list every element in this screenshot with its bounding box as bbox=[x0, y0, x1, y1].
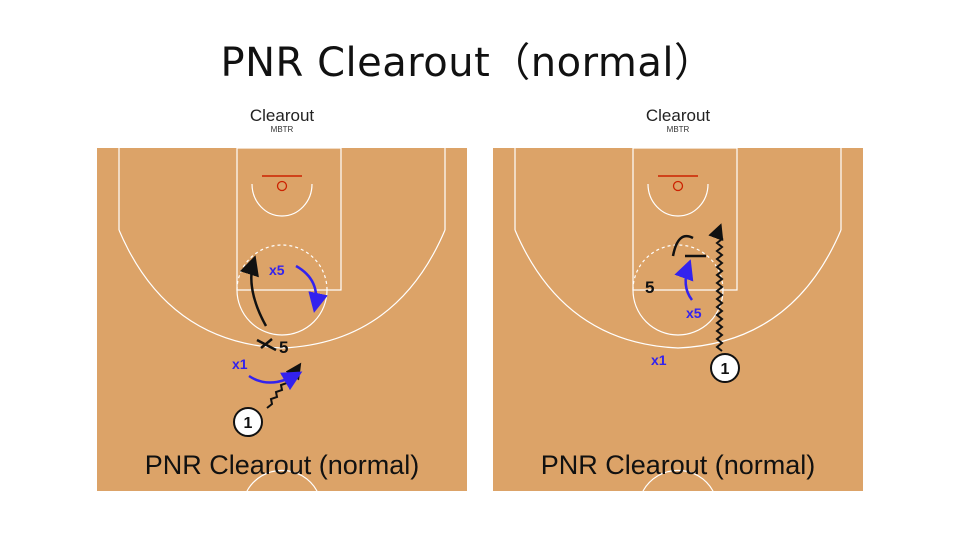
player-5-label: 5 bbox=[645, 278, 654, 297]
half-court: 5 1 x5 x1 bbox=[493, 148, 863, 491]
diagram-subtitle: MBTR bbox=[270, 125, 294, 134]
x5-hedge-path bbox=[674, 259, 694, 301]
defender-x5-label: x5 bbox=[269, 262, 285, 278]
defender-x1-label: x1 bbox=[232, 356, 248, 372]
half-court: 5 1 x5 x1 bbox=[97, 148, 467, 491]
defender-x5-label: x5 bbox=[686, 305, 702, 321]
rim bbox=[276, 180, 288, 192]
screener-cut-path bbox=[671, 234, 694, 257]
diagram-subtitle: MBTR bbox=[666, 125, 690, 134]
screen-marker bbox=[260, 338, 273, 349]
screener-roll-path bbox=[239, 255, 268, 327]
player-1-label: 1 bbox=[244, 415, 253, 432]
player-1-circle bbox=[233, 407, 263, 437]
diagram-caption: PNR Clearout (normal) bbox=[540, 450, 816, 480]
player-5-label: 5 bbox=[279, 338, 288, 357]
x5-drop-path bbox=[295, 264, 328, 313]
diagram-title: Clearout bbox=[645, 106, 711, 125]
rim bbox=[672, 180, 684, 192]
court-floor bbox=[97, 148, 467, 491]
player-1-label: 1 bbox=[721, 361, 730, 378]
diagram-header: Clearout MBTR bbox=[97, 106, 467, 135]
dribble-drive-path bbox=[708, 223, 724, 352]
diagram-header: Clearout MBTR bbox=[493, 106, 863, 135]
diagram-title: Clearout bbox=[249, 106, 315, 125]
play-diagram-left: Clearout MBTR 5 1 x5 x1 bbox=[97, 106, 467, 491]
court-floor bbox=[493, 148, 863, 491]
play-diagram-right: Clearout MBTR 5 1 x5 x1 PNR bbox=[493, 106, 863, 491]
slide-title: PNR Clearout（normal） bbox=[220, 40, 715, 86]
x1-over-path bbox=[248, 371, 303, 391]
player-1-circle bbox=[710, 353, 740, 383]
defender-x1-label: x1 bbox=[651, 352, 667, 368]
screen-bar bbox=[256, 338, 277, 352]
diagram-caption: PNR Clearout (normal) bbox=[144, 450, 420, 480]
